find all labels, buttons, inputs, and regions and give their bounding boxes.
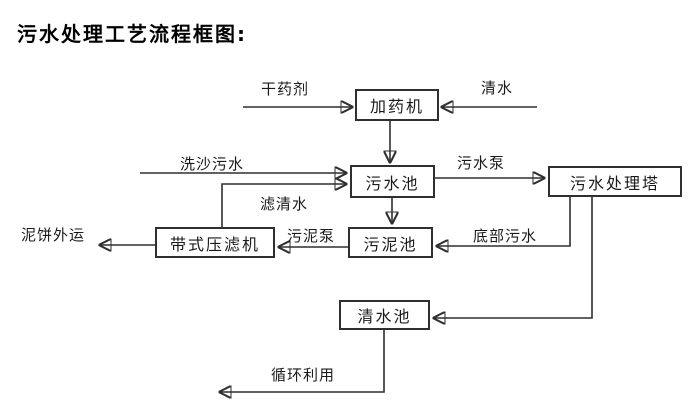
flow-label-dry-agent: 干药剂 [260,80,310,98]
arrow-bottom-sewage-to-sludge-pool [437,197,571,246]
arrow-clean-water-pool-recycle [220,330,385,392]
flow-label-bottom-sewage: 底部污水 [472,227,538,245]
node-dosing-machine-label: 加药机 [369,97,424,116]
node-clean-water-pool: 清水池 [339,300,430,330]
node-dosing-machine: 加药机 [355,89,439,121]
flow-label-sludge-pump: 污泥泵 [286,227,336,245]
flow-label-sewage-pump: 污水泵 [456,154,506,172]
page-title: 污水处理工艺流程框图: [17,22,247,46]
arrow-treatment-tower-to-clean-water-pool [434,197,593,318]
node-belt-filter-press: 带式压滤机 [155,227,275,258]
node-clean-water-pool-label: 清水池 [357,307,412,326]
node-treatment-tower: 污水处理塔 [548,166,682,197]
flow-label-recycle: 循环利用 [270,366,336,384]
node-sludge-pool: 污泥池 [348,227,433,258]
arrow-filtered-water-to-sewage-pool [221,184,346,227]
flow-label-filtered-water: 滤清水 [259,195,309,213]
node-belt-filter-press-label: 带式压滤机 [169,234,260,254]
flow-label-mud-cake-out: 泥饼外运 [20,226,86,244]
flow-label-sand-washing-sewage: 洗沙污水 [179,155,245,173]
node-treatment-tower-label: 污水处理塔 [569,173,660,193]
flow-label-clean-water: 清水 [480,79,514,97]
node-sewage-pool: 污水池 [350,165,435,198]
node-sewage-pool-label: 污水池 [365,173,420,193]
node-sludge-pool-label: 污泥池 [363,234,418,254]
